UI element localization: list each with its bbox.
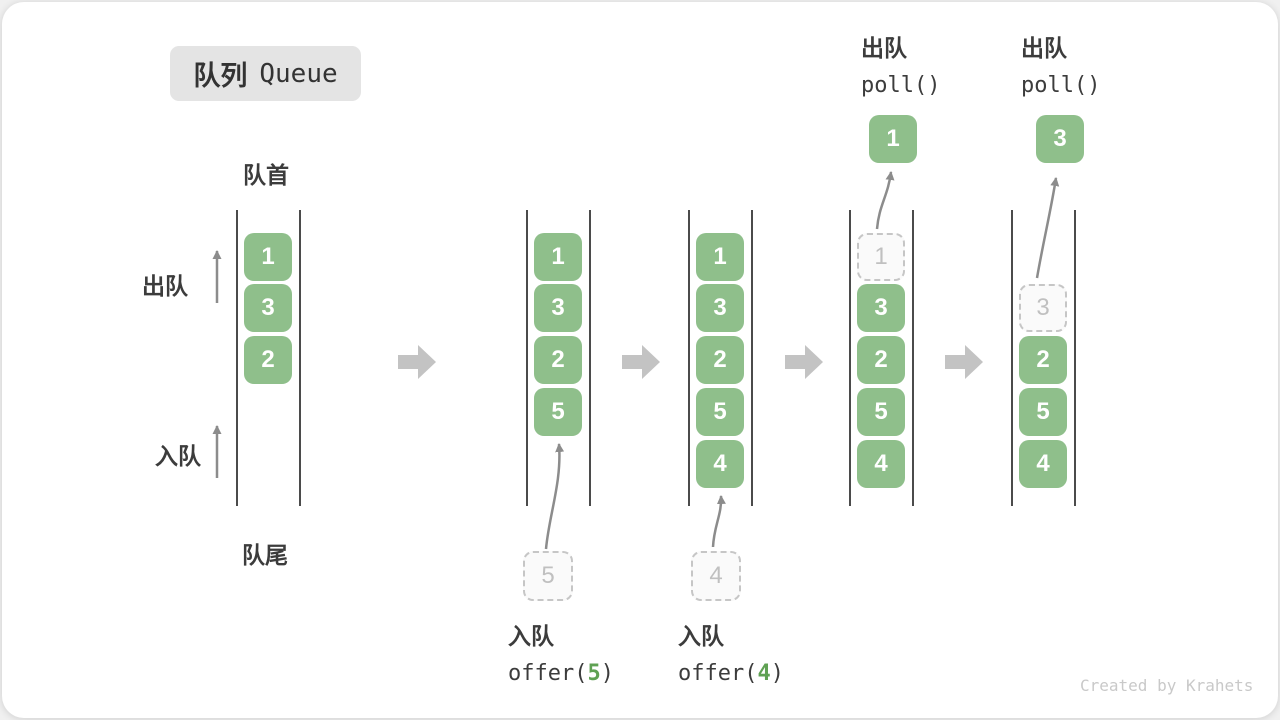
queue-wall-right xyxy=(1074,210,1076,506)
queue-cell: 4 xyxy=(696,440,744,488)
queue-cell: 2 xyxy=(696,336,744,384)
label-queue-rear: 队尾 xyxy=(242,542,288,568)
op-poll-1-label: 出队 xyxy=(861,35,907,61)
queue-cell: 5 xyxy=(696,388,744,436)
queue-wall-left xyxy=(1011,210,1013,506)
op-enqueue-5: 入队 offer(5) xyxy=(508,617,614,686)
op-enqueue-4-label: 入队 xyxy=(678,623,724,649)
queue-wall-left xyxy=(688,210,690,506)
queue-wall-left xyxy=(849,210,851,506)
queue-cell: 1 xyxy=(244,233,292,281)
incoming-cell: 5 xyxy=(523,551,573,601)
flow-arrow-icon xyxy=(398,345,436,379)
op-enqueue-5-label: 入队 xyxy=(508,623,554,649)
queue-wall-right xyxy=(299,210,301,506)
queue-cell: 1 xyxy=(696,233,744,281)
op-enqueue-4-code: offer(4) xyxy=(678,661,784,686)
label-queue-front: 队首 xyxy=(243,162,289,188)
title-zh: 队列 xyxy=(193,61,248,91)
queue-cell: 3 xyxy=(857,284,905,332)
queue-cell: 2 xyxy=(857,336,905,384)
ghost-cell: 1 xyxy=(857,233,905,281)
queue-cell: 5 xyxy=(1019,388,1067,436)
op-poll-2-code: poll() xyxy=(1021,73,1101,98)
label-dequeue: 出队 xyxy=(142,273,188,299)
op-poll-2-label: 出队 xyxy=(1021,35,1067,61)
queue-wall-right xyxy=(751,210,753,506)
queue-cell: 2 xyxy=(534,336,582,384)
title-en: Queue xyxy=(259,58,338,89)
queue-wall-left xyxy=(236,210,238,506)
op-enqueue-5-code: offer(5) xyxy=(508,661,614,686)
popped-cell: 3 xyxy=(1036,115,1084,163)
queue-cell: 5 xyxy=(534,388,582,436)
queue-cell: 2 xyxy=(1019,336,1067,384)
flow-arrow-icon xyxy=(945,345,983,379)
op-enqueue-4: 入队 offer(4) xyxy=(678,617,784,686)
queue-cell: 3 xyxy=(696,284,744,332)
watermark: Created by Krahets xyxy=(1080,676,1254,695)
op-poll-2: 出队 poll() xyxy=(1021,29,1100,98)
op-poll-1: 出队 poll() xyxy=(861,29,940,98)
incoming-cell: 4 xyxy=(691,551,741,601)
queue-wall-right xyxy=(912,210,914,506)
queue-cell: 4 xyxy=(1019,440,1067,488)
flow-arrow-icon xyxy=(785,345,823,379)
queue-wall-left xyxy=(526,210,528,506)
label-enqueue: 入队 xyxy=(155,443,201,469)
op-poll-1-code: poll() xyxy=(861,73,941,98)
queue-cell: 2 xyxy=(244,336,292,384)
queue-wall-right xyxy=(589,210,591,506)
queue-cell: 4 xyxy=(857,440,905,488)
ghost-cell: 3 xyxy=(1019,284,1067,332)
title-badge: 队列 Queue xyxy=(170,46,361,101)
flow-arrow-icon xyxy=(622,345,660,379)
queue-cell: 1 xyxy=(534,233,582,281)
popped-cell: 1 xyxy=(869,115,917,163)
queue-cell: 3 xyxy=(534,284,582,332)
queue-cell: 5 xyxy=(857,388,905,436)
queue-cell: 3 xyxy=(244,284,292,332)
